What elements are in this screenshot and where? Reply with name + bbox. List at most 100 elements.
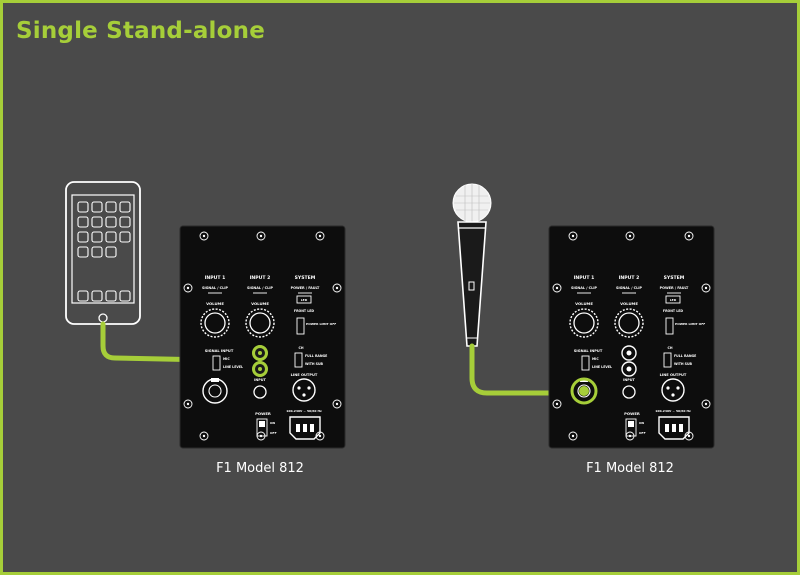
signal-clip-label: SIGNAL / CLIP	[571, 286, 598, 290]
rca-pin	[626, 350, 632, 356]
mic-cable	[469, 343, 571, 396]
screw-icon	[684, 231, 694, 241]
smartphone-icon	[65, 181, 141, 325]
rca-jack-icon	[621, 361, 637, 377]
screw-dot	[186, 402, 190, 406]
screw-dot	[318, 234, 322, 238]
mains-label: 100-240V ~ 50/60 Hz	[286, 409, 322, 413]
system-label: SYSTEM	[295, 275, 316, 281]
signal-clip-label: SIGNAL / CLIP	[202, 286, 229, 290]
diagram-title: Single Stand-alone	[16, 18, 266, 44]
screw-icon	[332, 399, 342, 409]
rca-pin	[626, 366, 632, 372]
iec-pin	[679, 424, 683, 432]
full-range-label: FULL RANGE	[305, 354, 327, 358]
screw-icon	[256, 231, 266, 241]
power-label: POWER	[624, 411, 640, 416]
screw-icon	[568, 431, 578, 441]
power-label: POWER	[255, 411, 271, 416]
full-range-switch	[294, 352, 303, 368]
microphone-icon	[452, 183, 492, 347]
screw-dot	[335, 402, 339, 406]
screw-icon	[552, 283, 562, 293]
with-sub-label: WITH SUB	[305, 362, 324, 366]
iec-pin	[672, 424, 676, 432]
screw-icon	[199, 231, 209, 241]
screw-dot	[704, 402, 708, 406]
screw-dot	[335, 286, 339, 290]
system-label: SYSTEM	[664, 275, 685, 281]
screw-icon	[332, 283, 342, 293]
power-fault-label: POWER / FAULT	[291, 286, 320, 290]
speaker-caption: F1 Model 812	[216, 461, 304, 476]
line-output-label: LINE OUTPUT	[291, 373, 318, 377]
mic-label: MIC	[223, 357, 230, 361]
led-switch	[296, 295, 312, 304]
xlr-pin	[671, 393, 675, 397]
input1-label: INPUT 1	[574, 275, 595, 281]
screw-icon	[625, 231, 635, 241]
rca-plug-tip	[258, 367, 262, 371]
screw-dot	[555, 286, 559, 290]
on-label: ON	[270, 421, 276, 425]
screw-dot	[628, 234, 632, 238]
off-label: OFF	[639, 431, 646, 435]
ch-label: CH	[667, 346, 672, 350]
xlr-inner	[208, 384, 222, 398]
front-led-label: FRONT LED	[294, 309, 315, 313]
volume-label: VOLUME	[251, 301, 269, 306]
screw-dot	[687, 234, 691, 238]
xlr-inner	[577, 384, 591, 398]
screw-dot	[202, 434, 206, 438]
iec-pin	[665, 424, 669, 432]
xlr-pin	[302, 393, 306, 397]
rca-jack-icon	[621, 345, 637, 361]
speaker-caption: F1 Model 812	[586, 461, 674, 476]
xlr-output-jack-icon	[292, 378, 316, 402]
volume-label: VOLUME	[575, 301, 593, 306]
power-switch-icon	[256, 418, 268, 437]
line-level-label: LINE LEVEL	[592, 365, 612, 369]
screw-dot	[259, 234, 263, 238]
off-label: OFF	[270, 431, 277, 435]
led-label: LED	[301, 298, 308, 302]
screw-icon	[199, 431, 209, 441]
signal-input-label: SIGNAL INPUT	[574, 349, 603, 353]
led-switch	[665, 295, 681, 304]
front-led-label: FRONT LED	[663, 309, 684, 313]
limit-switch	[665, 317, 674, 335]
volume-knob-icon	[569, 308, 599, 338]
screw-dot	[318, 434, 322, 438]
screw-dot	[555, 402, 559, 406]
aux-jack-icon	[253, 385, 267, 399]
xlr-output-jack-icon	[661, 378, 685, 402]
volume-knob-icon	[200, 308, 230, 338]
full-range-switch	[663, 352, 672, 368]
screw-dot	[186, 286, 190, 290]
mic-label: MIC	[592, 357, 599, 361]
xlr-latch	[211, 378, 219, 382]
screw-icon	[701, 399, 711, 409]
aux-jack-icon	[622, 385, 636, 399]
screw-dot	[571, 234, 575, 238]
volume-knob-icon	[245, 308, 275, 338]
line-level-label: LINE LEVEL	[223, 365, 243, 369]
screw-icon	[552, 399, 562, 409]
volume-knob-cap	[573, 312, 595, 334]
screw-icon	[183, 283, 193, 293]
power-rocker	[628, 421, 634, 427]
power-limit-label: POWER LIMIT OFF	[306, 322, 336, 326]
mic-line-switch	[581, 355, 590, 371]
iec-pin	[303, 424, 307, 432]
power-fault-label: POWER / FAULT	[660, 286, 689, 290]
screw-dot	[704, 286, 708, 290]
screw-icon	[183, 399, 193, 409]
mains-label: 100-240V ~ 50/60 Hz	[655, 409, 691, 413]
rca-plug-tip	[258, 351, 262, 355]
xlr-pin	[307, 386, 311, 390]
xlr-pin	[676, 386, 680, 390]
volume-knob-cap	[204, 312, 226, 334]
signal-clip-label: SIGNAL / CLIP	[616, 286, 643, 290]
